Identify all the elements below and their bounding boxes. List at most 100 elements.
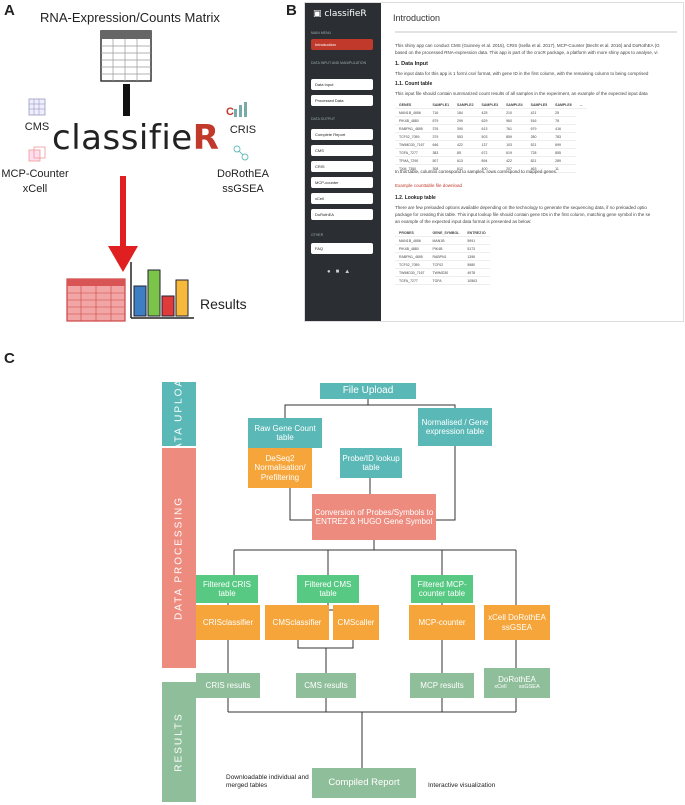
table-cell: 521: [526, 140, 552, 149]
table-cell: 400: [477, 164, 503, 173]
tool-ssgsea: ssGSEA: [222, 183, 264, 195]
table-cell: TGFA_7277: [395, 148, 429, 157]
matrix-icon: [100, 30, 152, 82]
table-cell: 289: [551, 156, 576, 165]
table-cell: 612: [453, 164, 478, 173]
table-cell: 390: [453, 124, 478, 133]
box-conversion: Conversion of Probes/Symbols to ENTREZ &…: [312, 494, 436, 540]
table-cell: 463: [526, 164, 552, 173]
section-data-input: 1. Data Input: [395, 61, 429, 67]
table-cell: 137: [477, 140, 503, 149]
table-cell: 210: [502, 108, 527, 117]
table-cell: TWIMD30_7167: [395, 140, 429, 149]
count_table-header-cell: SAMPLE1: [428, 101, 454, 109]
table-cell: 879: [428, 116, 454, 125]
table-cell: 308: [428, 164, 454, 173]
mcp-icon: [28, 146, 46, 162]
box-cmsclassifier: CMSclassifier: [265, 605, 329, 640]
table-cell: MAN1B_4656: [395, 108, 429, 117]
download-link[interactable]: Example counttable file download: [395, 183, 463, 188]
table-cell: 855: [551, 148, 576, 157]
sidebar-item-introduction[interactable]: Introduction: [311, 39, 373, 50]
tool-xcell: xCell: [22, 183, 48, 195]
sidebar-item-dorothea[interactable]: DoRothEA: [311, 209, 373, 220]
sidebar-item-mcp-counter[interactable]: MCP-counter: [311, 177, 373, 188]
matrix-connector: [123, 84, 130, 116]
box-filtered-cms: Filtered CMS table: [297, 575, 359, 603]
box-crisclassifier: CRISclassifier: [196, 605, 260, 640]
app-brand-text: classifieR: [324, 9, 367, 19]
count_table-header-cell: SAMPLE4: [502, 101, 527, 109]
sidebar-section-main: MAIN MENU: [311, 31, 332, 35]
table-cell: 699: [551, 140, 576, 149]
sidebar-item-data-input[interactable]: Data Input: [311, 79, 373, 90]
table-cell: MAN1B_4656: [395, 236, 429, 245]
sidebar-item-faq[interactable]: FAQ: [311, 243, 373, 254]
table-cell: TFMA_7290: [395, 156, 429, 165]
panel-c-letter: C: [4, 350, 15, 367]
table-cell: 1396: [463, 252, 490, 261]
table-cell: 78: [551, 116, 576, 125]
table-cell: 383: [428, 148, 454, 157]
table-cell: MAN1B: [428, 236, 464, 245]
band-data-upload: DATA UPLOAD: [162, 369, 196, 459]
tool-mcp: MCP-Counter: [1, 168, 69, 180]
dorothea-results-label: DoRothEA: [498, 675, 536, 685]
sidebar-item-cms[interactable]: CMS: [311, 145, 373, 156]
box-probe-lookup: Probe/ID lookup table: [340, 448, 402, 478]
table-cell: 516: [526, 116, 552, 125]
sidebar-section-other: OTHER: [311, 233, 324, 237]
box-filtered-mcp: Filtered MCP-counter table: [411, 575, 473, 603]
intro-text-2: based on the processed RNA-expression da…: [395, 50, 658, 55]
sidebar-item-processed-data[interactable]: Processed Data: [311, 95, 373, 106]
table-cell: 821: [526, 156, 552, 165]
table-cell: 10563: [463, 276, 490, 285]
box-normalised: Normalised / Gene expression table: [418, 408, 492, 446]
table-cell: 761: [502, 124, 527, 133]
page-title: Introduction: [393, 13, 441, 23]
box-compiled-report: Compiled Report: [312, 768, 416, 798]
panel-a-letter: A: [4, 2, 15, 19]
social-icons[interactable]: ●■▲: [327, 269, 356, 275]
table-cell: TCF02_7059: [395, 132, 429, 141]
sidebar-item-cris[interactable]: CRIS: [311, 161, 373, 172]
table-cell: 5980: [463, 260, 490, 269]
sidebar-item-xcell[interactable]: xCell: [311, 193, 373, 204]
table-cell: 5991: [463, 236, 490, 245]
box-filtered-cris: Filtered CRIS table: [196, 575, 258, 603]
count_table-header-cell: SAMPLE6: [551, 101, 576, 109]
sidebar-item-complete-report[interactable]: Complete Report: [311, 129, 373, 140]
down-arrow: [108, 176, 138, 272]
table-cell: 376: [428, 124, 454, 133]
table-cell: RABPN1_4895: [395, 252, 429, 261]
box-dorothea-results: DoRothEA xCell ssGSEA: [484, 668, 550, 698]
results-table-icon: [66, 278, 126, 322]
table-cell: 25: [551, 108, 576, 117]
table-cell: 859: [502, 132, 527, 141]
table-cell: 619: [502, 148, 527, 157]
box-xcell-dorothea-ssgsea: xCell DoRothEA ssGSEA: [484, 605, 550, 640]
section-data-input-text: The input data for this app is 1 form/.c…: [395, 71, 649, 76]
table-cell: 503: [477, 132, 503, 141]
band-results: RESULTS: [162, 682, 196, 802]
count_table-header-cell: SAMPLE5: [526, 101, 552, 109]
table-cell: RABPN1_4895: [395, 124, 429, 133]
lookup_table-header-cell: ENTREZ ID: [463, 229, 490, 237]
table-cell: 379: [428, 132, 454, 141]
band-data-processing: DATA PROCESSING: [162, 448, 196, 668]
count-note: In this table, columns correspond to sam…: [395, 169, 558, 174]
table-cell: 679: [526, 124, 552, 133]
table-cell: 207: [502, 164, 527, 173]
table-cell: TCF02: [428, 260, 464, 269]
table-cell: RABPN1: [428, 252, 464, 261]
table-cell: 422: [502, 156, 527, 165]
box-mcp-counter: MCP-counter: [409, 605, 475, 640]
